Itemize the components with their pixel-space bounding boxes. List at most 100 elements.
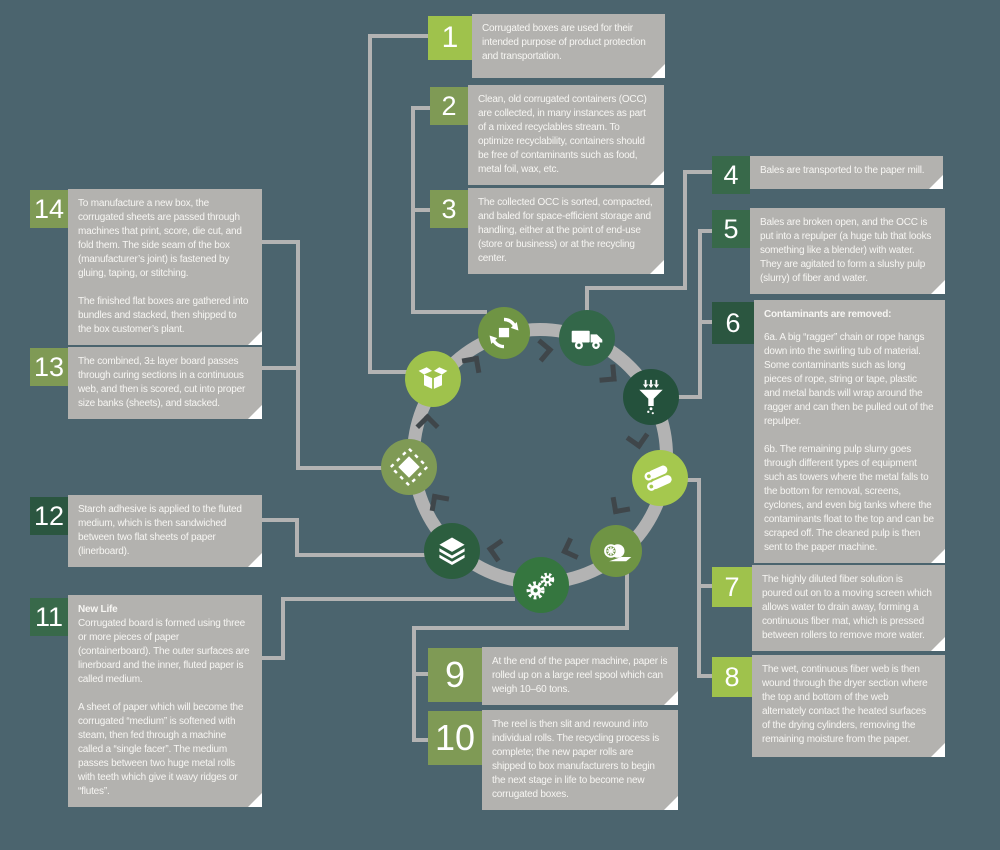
cycle-arrow-icon xyxy=(429,493,450,514)
step-number: 3 xyxy=(441,193,457,224)
step-text: The highly diluted fiber solution is pou… xyxy=(762,574,932,641)
step-number: 8 xyxy=(724,661,740,692)
step-text: At the end of the paper machine, paper i… xyxy=(492,656,668,695)
step-1-badge: 1 xyxy=(428,16,472,60)
connector-line xyxy=(683,170,687,290)
truck-icon xyxy=(559,310,615,366)
step-11-badge: 11 xyxy=(30,598,68,636)
step-number: 5 xyxy=(723,213,739,244)
step-4-box: Bales are transported to the paper mill. xyxy=(750,156,943,189)
connector-line xyxy=(698,320,712,324)
recycle-box-icon xyxy=(478,307,530,359)
connector-line xyxy=(370,34,428,38)
connector-line xyxy=(585,286,687,290)
step-text: Corrugated board is formed using three o… xyxy=(78,618,250,797)
step-13-badge: 13 xyxy=(30,348,68,386)
step-number: 10 xyxy=(434,717,476,758)
funnel-icon xyxy=(623,369,679,425)
step-text: 6a. A big “ragger” chain or rope hangs d… xyxy=(764,332,934,553)
step-7-box: The highly diluted fiber solution is pou… xyxy=(752,565,945,651)
step-5-badge: 5 xyxy=(712,210,750,248)
step-number: 12 xyxy=(33,500,65,531)
connector-line xyxy=(262,656,285,660)
connector-line xyxy=(585,286,589,314)
step-14-badge: 14 xyxy=(30,190,68,228)
step-text: To manufacture a new box, the corrugated… xyxy=(78,198,249,335)
connector-line xyxy=(683,170,712,174)
connector-line xyxy=(412,738,428,742)
gears-icon xyxy=(513,557,569,613)
connector-line xyxy=(411,208,430,212)
step-9-badge: 9 xyxy=(428,648,482,702)
step-heading: New Life xyxy=(78,604,118,615)
step-3-badge: 3 xyxy=(430,190,468,228)
connector-line xyxy=(625,573,629,630)
connector-line xyxy=(697,674,712,678)
connector-line xyxy=(412,626,416,742)
step-4-badge: 4 xyxy=(712,156,750,194)
step-number: 6 xyxy=(725,307,741,338)
step-6-box: Contaminants are removed: 6a. A big “rag… xyxy=(754,300,945,563)
connector-line xyxy=(668,395,702,399)
step-2-badge: 2 xyxy=(430,87,468,125)
connector-line xyxy=(411,106,430,110)
step-1-box: Corrugated boxes are used for their inte… xyxy=(472,14,665,78)
step-10-box: The reel is then slit and rewound into i… xyxy=(482,710,678,810)
step-14-box: To manufacture a new box, the corrugated… xyxy=(68,189,262,345)
connector-line xyxy=(684,478,701,482)
open-box-icon xyxy=(405,351,461,407)
connector-line xyxy=(412,672,428,676)
step-5-box: Bales are broken open, and the OCC is pu… xyxy=(750,208,945,294)
connector-line xyxy=(697,478,701,678)
step-12-box: Starch adhesive is applied to the fluted… xyxy=(68,495,262,567)
step-13-box: The combined, 3± layer board passes thro… xyxy=(68,347,262,419)
connector-line xyxy=(296,240,300,470)
connector-line xyxy=(411,106,415,314)
connector-line xyxy=(295,518,299,557)
step-number: 9 xyxy=(444,654,466,695)
step-text: Corrugated boxes are used for their inte… xyxy=(482,23,646,62)
cycle-arrow-icon xyxy=(461,355,482,376)
step-text: The combined, 3± layer board passes thro… xyxy=(78,356,246,409)
connector-line xyxy=(262,518,299,522)
cycle-arrow-icon xyxy=(598,364,617,383)
step-text: The wet, continuous fiber web is then wo… xyxy=(762,664,928,745)
connector-line xyxy=(368,34,372,374)
connector-line xyxy=(295,553,426,557)
connector-line xyxy=(412,626,629,630)
connector-line xyxy=(698,229,702,399)
step-number: 11 xyxy=(34,601,64,632)
step-text: The collected OCC is sorted, compacted, … xyxy=(478,197,653,264)
step-number: 4 xyxy=(723,159,739,190)
connector-line xyxy=(411,310,487,314)
step-2-box: Clean, old corrugated containers (OCC) a… xyxy=(468,85,664,185)
step-number: 13 xyxy=(33,351,65,382)
corrugated-sheet-icon xyxy=(381,439,437,495)
step-6-badge: 6 xyxy=(712,302,754,344)
step-text: Bales are broken open, and the OCC is pu… xyxy=(760,217,932,284)
step-3-box: The collected OCC is sorted, compacted, … xyxy=(468,188,664,274)
layered-board-icon xyxy=(424,523,480,579)
step-7-badge: 7 xyxy=(712,567,752,607)
connector-line xyxy=(262,240,300,244)
cycle-arrow-icon xyxy=(610,494,631,515)
step-text: Starch adhesive is applied to the fluted… xyxy=(78,504,242,557)
step-number: 7 xyxy=(724,571,740,602)
step-number: 2 xyxy=(441,90,457,121)
step-text: Clean, old corrugated containers (OCC) a… xyxy=(478,94,647,175)
step-heading: Contaminants are removed: xyxy=(764,309,892,320)
connector-line xyxy=(698,229,712,233)
connector-line xyxy=(281,597,285,660)
step-10-badge: 10 xyxy=(428,711,482,765)
step-12-badge: 12 xyxy=(30,497,68,535)
connector-line xyxy=(368,370,412,374)
step-number: 14 xyxy=(33,193,65,224)
step-8-box: The wet, continuous fiber web is then wo… xyxy=(752,655,945,757)
step-11-box: New Life Corrugated board is formed usin… xyxy=(68,595,262,807)
connector-line xyxy=(697,584,712,588)
connector-line xyxy=(281,597,515,601)
connector-line xyxy=(262,366,300,370)
step-8-badge: 8 xyxy=(712,657,752,697)
reel-spool-icon xyxy=(590,525,642,577)
